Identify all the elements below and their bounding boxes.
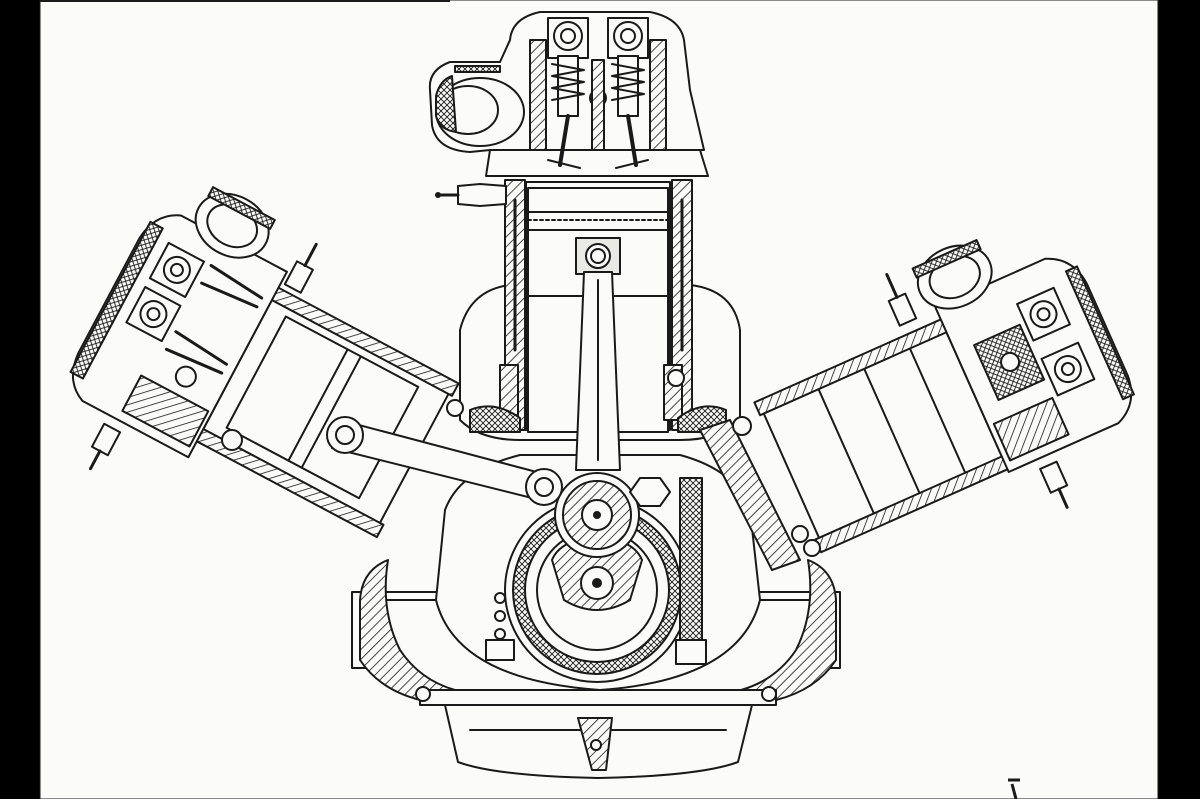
center-cylinder-block xyxy=(459,179,741,471)
crankcase xyxy=(351,559,841,779)
left-cylinder-bank xyxy=(69,186,460,539)
engine-assembly xyxy=(69,11,1135,779)
right-cylinder-bank xyxy=(753,239,1135,554)
crankshaft-and-timing-gear xyxy=(435,454,761,691)
right-bank-mount xyxy=(446,369,821,571)
left-connecting-rod xyxy=(221,416,563,506)
corner-mark xyxy=(1008,778,1020,799)
center-cylinder-head xyxy=(428,11,709,207)
